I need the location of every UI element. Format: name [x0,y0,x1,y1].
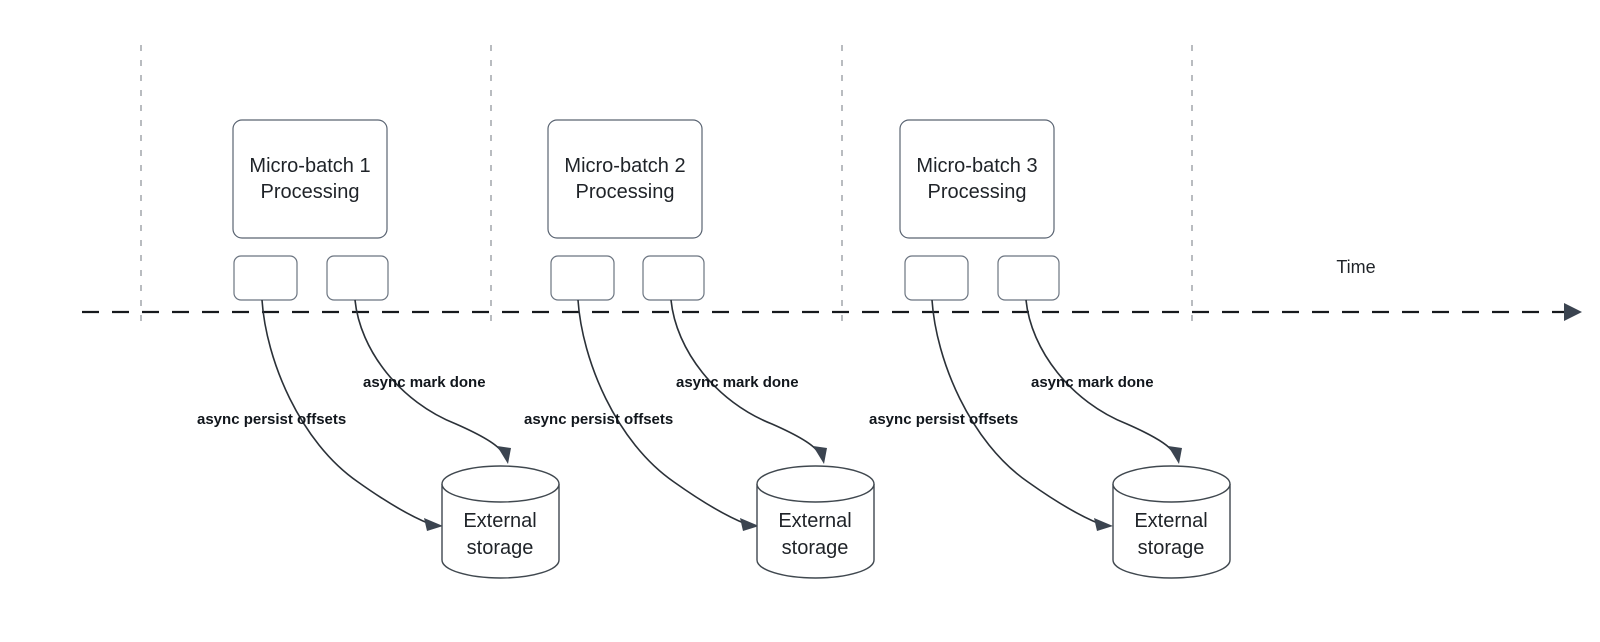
external-storage-1-top [441,465,560,503]
persist-offsets-arrowhead-1 [424,518,443,531]
external-storage-2-top [756,465,875,503]
mark-done-flow-2 [670,299,819,453]
mark-done-label-3: async mark done [1031,374,1154,391]
group-3: Micro-batch 3 Processing async persist o… [869,119,1231,579]
persist-offsets-label-3: async persist offsets [869,411,1018,428]
time-axis: Time [82,257,1582,321]
group-2: Micro-batch 2 Processing async persist o… [524,119,875,579]
time-axis-arrowhead [1564,303,1582,321]
mark-done-flow-1 [354,299,503,453]
process-box-2-label-line2: Processing [576,181,675,203]
mark-done-label-1: async mark done [363,374,486,391]
process-box-2-label-line1: Micro-batch 2 [564,155,685,177]
mark-done-arrowhead-2 [813,446,827,464]
external-storage-3[interactable]: External storage [1112,465,1231,579]
persist-task-box-2[interactable] [550,255,615,301]
group-1: Micro-batch 1 Processing async persist o… [197,119,560,579]
external-storage-2[interactable]: External storage [756,465,875,579]
external-storage-1[interactable]: External storage [441,465,560,579]
time-axis-label: Time [1336,257,1375,277]
external-storage-3-body [1112,484,1231,579]
persist-offsets-arrowhead-2 [740,518,759,531]
external-storage-3-top [1112,465,1231,503]
external-storage-2-body [756,484,875,579]
persist-task-box-1[interactable] [233,255,298,301]
persist-offsets-flow-3 [931,299,1101,525]
mark-done-task-box-1[interactable] [326,255,389,301]
process-box-3-label-line2: Processing [928,181,1027,203]
process-box-3[interactable] [899,119,1055,239]
mark-done-label-2: async mark done [676,374,799,391]
process-box-1-label-line2: Processing [261,181,360,203]
mark-done-arrowhead-3 [1168,446,1182,464]
mark-done-flow-3 [1025,299,1174,453]
persist-offsets-flow-2 [577,299,747,525]
external-storage-2-label-line1: External [778,510,851,532]
persist-offsets-label-1: async persist offsets [197,411,346,428]
mark-done-task-box-3[interactable] [997,255,1060,301]
process-box-3-label-line1: Micro-batch 3 [916,155,1037,177]
process-box-1-label-line1: Micro-batch 1 [249,155,370,177]
external-storage-1-label-line2: storage [467,537,534,559]
external-storage-3-label-line1: External [1134,510,1207,532]
persist-offsets-flow-1 [261,299,431,525]
persist-offsets-label-2: async persist offsets [524,411,673,428]
external-storage-3-label-line2: storage [1138,537,1205,559]
separator-lines [140,45,1193,322]
external-storage-2-label-line2: storage [782,537,849,559]
mark-done-arrowhead-1 [497,446,511,464]
external-storage-1-label-line1: External [463,510,536,532]
mark-done-task-box-2[interactable] [642,255,705,301]
persist-task-box-3[interactable] [904,255,969,301]
process-box-2[interactable] [547,119,703,239]
external-storage-1-body [441,484,560,579]
persist-offsets-arrowhead-3 [1094,518,1113,531]
process-box-1[interactable] [232,119,388,239]
